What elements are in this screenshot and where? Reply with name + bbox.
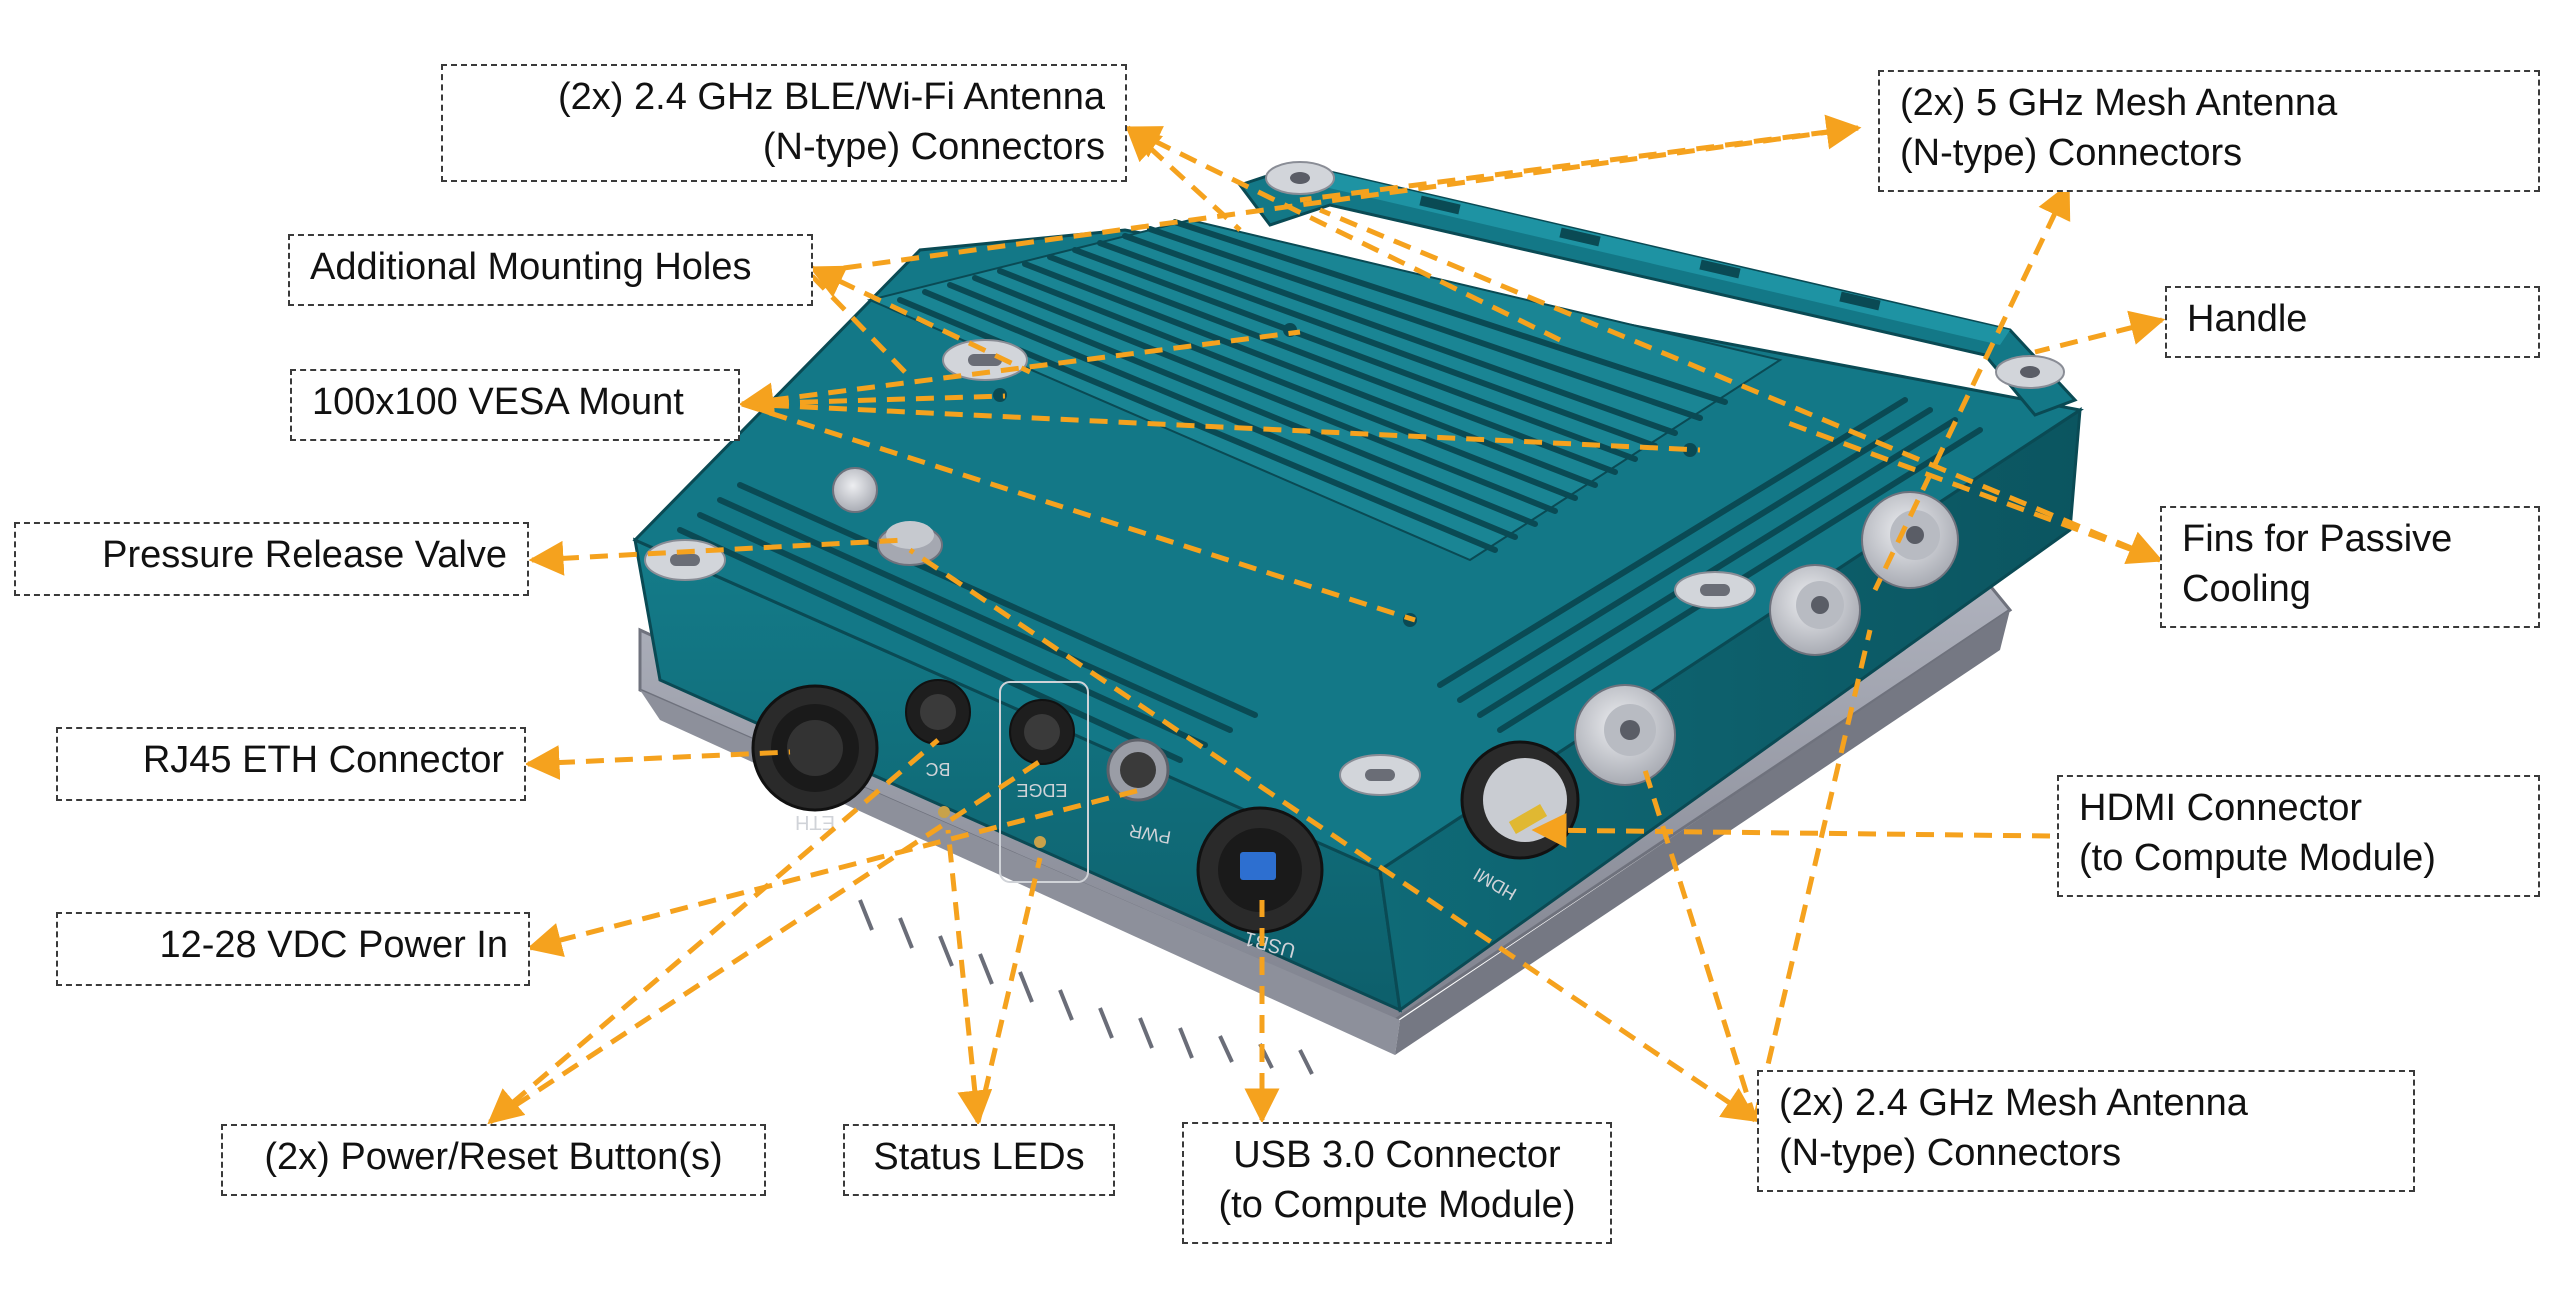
leader-hdmi <box>1531 812 2051 848</box>
callout-status-leds: Status LEDs <box>843 1124 1115 1196</box>
leader-vesa-2 <box>741 401 1701 453</box>
leader-leds-1 <box>945 829 993 1126</box>
status-led-2 <box>1034 836 1046 848</box>
callout-2-4ghz-mesh-antenna: (2x) 2.4 GHz Mesh Antenna (N-type) Conne… <box>1757 1070 2415 1192</box>
n-connector-mid <box>1769 564 1861 656</box>
leader-valve <box>528 537 906 576</box>
leader-holes-1 <box>814 125 1859 275</box>
leader-rj45 <box>524 745 791 781</box>
callout-ble-wifi-antenna-line1: (2x) 2.4 GHz BLE/Wi-Fi Antenna <box>558 76 1105 118</box>
callout-power-reset: (2x) Power/Reset Button(s) <box>221 1124 766 1196</box>
callout-handle: Handle <box>2165 286 2540 358</box>
leader-fins-1 <box>1319 207 2164 565</box>
callout-fins-line1: Fins for Passive <box>2182 518 2453 560</box>
fin-block <box>866 218 1783 562</box>
leader-leds-2 <box>975 857 1043 1123</box>
leader-holes-2 <box>808 265 1032 375</box>
callout-hdmi-line1: HDMI Connector <box>2079 787 2362 829</box>
callout-vesa-mount: 100x100 VESA Mount <box>290 369 740 441</box>
callout-ble-wifi-antenna-line2: (N-type) Connectors <box>762 126 1105 168</box>
leader-handle <box>2034 310 2166 355</box>
callout-status-leds-line1: Status LEDs <box>873 1136 1085 1178</box>
leader-ble-1 <box>1125 125 1242 232</box>
leader-mesh24-2 <box>1642 769 1758 1121</box>
leader-mesh24-3 <box>1752 629 1873 1121</box>
leader-mesh24-1 <box>908 547 1758 1123</box>
callout-rj45: RJ45 ETH Connector <box>56 727 526 801</box>
leader-power-in <box>526 787 1141 958</box>
callout-hdmi-line2: (to Compute Module) <box>2079 837 2436 879</box>
callout-5ghz-mesh-antenna: (2x) 5 GHz Mesh Antenna (N-type) Connect… <box>1878 70 2540 192</box>
leader-ble-2 <box>1124 125 1562 343</box>
n-type-connectors <box>832 467 1959 786</box>
callout-2-4ghz-mesh-antenna-line1: (2x) 2.4 GHz Mesh Antenna <box>1779 1082 2248 1124</box>
leader-vesa-1 <box>738 329 1301 418</box>
callout-fins: Fins for Passive Cooling <box>2160 506 2540 628</box>
callout-5ghz-mesh-antenna-line2: (N-type) Connectors <box>1900 132 2243 174</box>
bc-marking: BC <box>925 759 950 779</box>
leader-vesa-3 <box>741 401 1416 623</box>
handle-slots <box>1419 195 1881 311</box>
callout-power-in: 12-28 VDC Power In <box>56 912 530 986</box>
callout-pressure-valve-line1: Pressure Release Valve <box>102 534 507 576</box>
eth-marking: ETH <box>795 811 835 833</box>
callout-usb3-line1: USB 3.0 Connector <box>1233 1134 1561 1176</box>
eth-connector: ETH <box>751 684 879 833</box>
edge-marking: EDGE <box>1016 780 1067 800</box>
callout-rj45-line1: RJ45 ETH Connector <box>142 739 504 781</box>
callout-fins-line2: Cooling <box>2182 568 2311 610</box>
leader-holes-3 <box>810 274 907 374</box>
leader-fins-2 <box>1779 417 2161 563</box>
callout-vesa-mount-line1: 100x100 VESA Mount <box>312 381 684 423</box>
callout-power-in-line1: 12-28 VDC Power In <box>159 924 509 966</box>
mounting-tab-holes <box>670 354 1730 781</box>
edge-button: EDGE <box>999 681 1089 883</box>
leader-mesh5-2 <box>1872 182 2071 592</box>
callout-5ghz-mesh-antenna-line1: (2x) 5 GHz Mesh Antenna <box>1900 82 2338 124</box>
handle <box>1237 161 2078 417</box>
status-led-1 <box>938 806 950 818</box>
callout-power-reset-line1: (2x) Power/Reset Button(s) <box>264 1136 723 1178</box>
callout-2-4ghz-mesh-antenna-line2: (N-type) Connectors <box>1779 1132 2122 1174</box>
n-connector-back-left <box>832 467 878 513</box>
callout-usb3: USB 3.0 Connector (to Compute Module) <box>1182 1122 1612 1244</box>
callout-hdmi: HDMI Connector (to Compute Module) <box>2057 775 2540 897</box>
usb-connector: USB1 <box>1196 806 1324 961</box>
leader-reset-2 <box>488 757 1044 1125</box>
callout-pressure-valve: Pressure Release Valve <box>14 522 529 596</box>
pwr-connector: PWR <box>1106 738 1172 847</box>
pressure-release-valve <box>877 521 943 566</box>
callout-handle-line1: Handle <box>2187 298 2308 340</box>
callout-mounting-holes-line1: Additional Mounting Holes <box>310 246 752 288</box>
callout-ble-wifi-antenna: (2x) 2.4 GHz BLE/Wi-Fi Antenna (N-type) … <box>441 64 1127 182</box>
n-connector-front <box>1574 684 1676 786</box>
cooling-fins <box>677 219 1983 763</box>
leader-reset-1 <box>487 738 940 1125</box>
bc-button: BC <box>905 679 971 818</box>
callout-mounting-holes: Additional Mounting Holes <box>288 234 813 306</box>
callout-usb3-line2: (to Compute Module) <box>1218 1184 1576 1226</box>
leader-vesa-4 <box>741 393 1006 407</box>
